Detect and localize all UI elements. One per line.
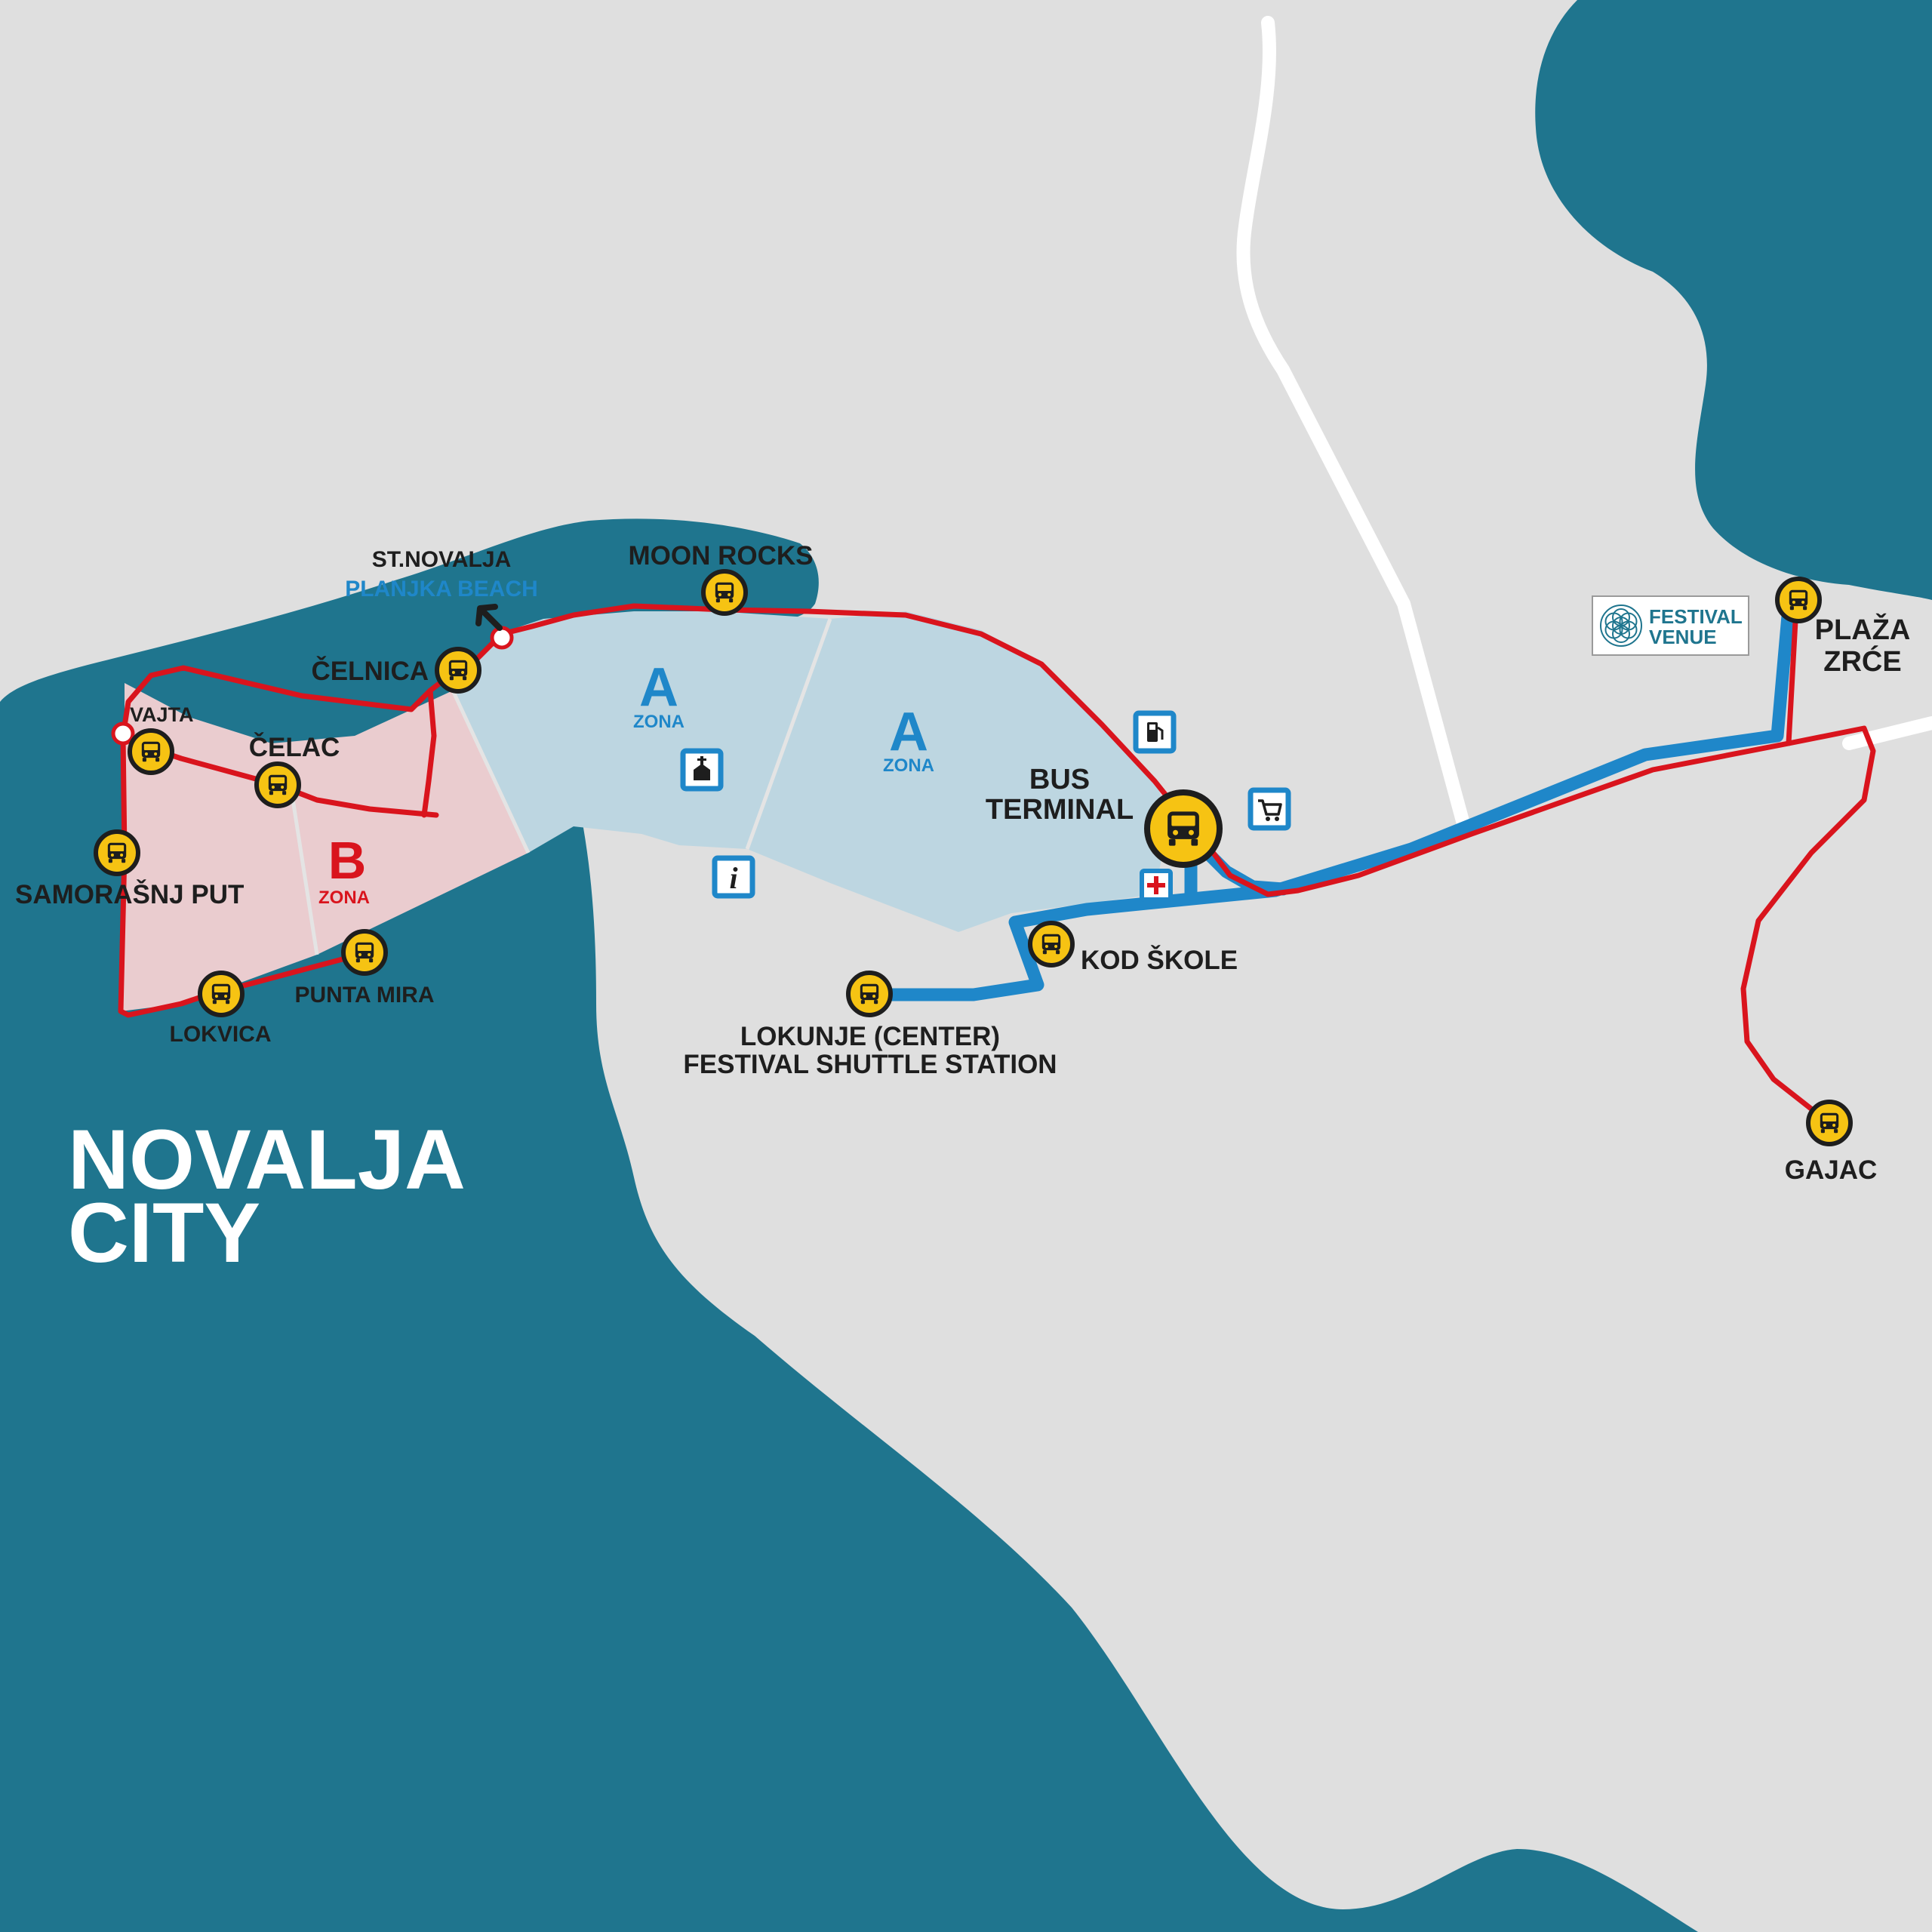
label-plaza-2: ZRĆE: [1823, 645, 1901, 678]
label-kod-skole: KOD ŠKOLE: [1081, 945, 1238, 975]
zone-a1-word: ZONA: [633, 712, 685, 732]
city-title-line1: NOVALJA: [68, 1112, 466, 1207]
zone-a2-word: ZONA: [883, 755, 934, 776]
label-vajta: VAJTA: [130, 703, 194, 726]
festival-venue-badge: FESTIVAL VENUE: [1592, 595, 1749, 656]
label-lokvica: LOKVICA: [170, 1022, 272, 1047]
label-gajac: GAJAC: [1785, 1155, 1878, 1185]
city-title-line2: CITY: [68, 1186, 260, 1280]
label-celnica: ČELNICA: [311, 656, 429, 686]
route-junction-vajta: [111, 721, 135, 746]
first-aid-icon: [1140, 869, 1173, 902]
zone-divider-a: [745, 618, 832, 850]
bus-stop-vajta: [128, 728, 174, 775]
zone-b-letter: B: [328, 831, 367, 890]
flower-of-life-icon: [1600, 605, 1642, 647]
fuel-icon: [1133, 710, 1177, 754]
bus-stop-plaza-zrce: [1775, 577, 1822, 623]
blue-route-shuttle: [863, 601, 1795, 1001]
festival-venue-line2: VENUE: [1649, 626, 1717, 648]
sea-northeast: [1535, 0, 1932, 600]
bus-stop-celnica: [435, 647, 481, 694]
bus-stop-lokvica: [198, 971, 245, 1017]
bus-stop-bus-terminal: [1144, 789, 1223, 868]
zone-b-area: [121, 683, 528, 1011]
label-bus-terminal-2: TERMINAL: [986, 794, 1134, 826]
bus-stop-samorasnj-put: [94, 829, 140, 876]
label-planjka-beach: PLANJKA BEACH: [345, 577, 538, 601]
road-east: [1842, 716, 1932, 750]
bus-stop-gajac: [1806, 1100, 1853, 1146]
arrow-up-left-icon: [475, 604, 503, 631]
bus-stop-celac: [254, 761, 301, 808]
label-bus-terminal-1: BUS: [1029, 764, 1090, 795]
zone-a1-letter: A: [639, 657, 678, 718]
festival-venue-line1: FESTIVAL: [1649, 605, 1743, 628]
svg-text:i: i: [729, 861, 737, 895]
label-punta-mira: PUNTA MIRA: [295, 983, 435, 1008]
label-plaza-1: PLAŽA: [1815, 613, 1911, 646]
bus-stop-moon-rocks: [701, 569, 748, 616]
label-samorasnj-put: SAMORAŠNJ PUT: [15, 879, 244, 909]
road-north: [1236, 16, 1471, 833]
info-icon: i: [712, 855, 755, 899]
bus-stop-kod-skole: [1028, 921, 1075, 968]
zone-divider-ab: [451, 689, 531, 854]
bus-stop-punta-mira: [341, 929, 388, 976]
zone-a2-area: [747, 611, 1170, 932]
route-junction-novalja: [490, 626, 514, 650]
church-icon: [680, 748, 724, 792]
zone-divider-b: [288, 784, 319, 955]
shopping-cart-icon: [1247, 787, 1291, 831]
zone-b-word: ZONA: [318, 888, 370, 908]
zone-a2-letter: A: [889, 702, 928, 762]
label-celac: ČELAC: [249, 732, 340, 762]
label-moon-rocks: MOON ROCKS: [629, 541, 814, 571]
label-st-novalja: ST.NOVALJA: [372, 547, 511, 572]
zone-a1-area: [453, 611, 830, 853]
label-lokunje-1: LOKUNJE (CENTER): [740, 1022, 1000, 1051]
bus-stops: [94, 569, 1853, 1146]
bus-stop-lokunje: [846, 971, 893, 1017]
label-lokunje-2: FESTIVAL SHUTTLE STATION: [683, 1050, 1057, 1079]
